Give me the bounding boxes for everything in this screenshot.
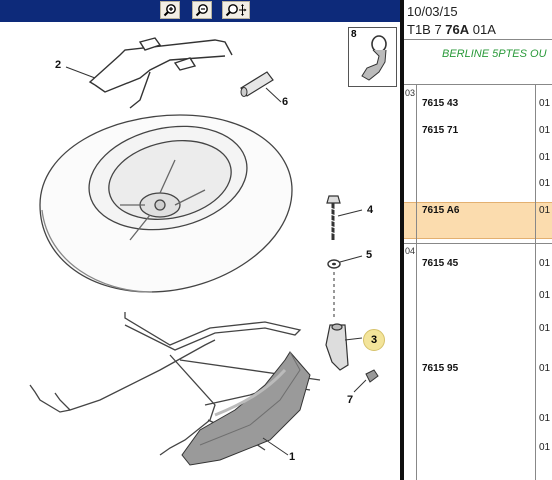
zoom-pan-button[interactable]	[222, 1, 250, 19]
group-number: 04	[405, 246, 416, 256]
zoom-pan-icon	[225, 4, 247, 17]
part-qty[interactable]: 01	[539, 258, 551, 269]
part-2-retainer	[88, 37, 233, 109]
parts-diagram	[29, 37, 379, 466]
model-label: BERLINE 5PTES OU	[442, 48, 547, 60]
part-qty[interactable]: 01	[539, 442, 551, 453]
clip-icon	[361, 35, 387, 81]
part-6-spacer	[240, 71, 274, 97]
callout-5[interactable]: 5	[366, 249, 373, 261]
callout-1[interactable]: 1	[289, 451, 296, 463]
code-bold: 76A	[445, 22, 470, 37]
diagram-toolbar	[0, 0, 400, 22]
inset-part-8[interactable]: 8	[348, 27, 397, 87]
callout-leader-lines	[65, 66, 367, 456]
parts-info-pane: 10/03/15 T1B 7 76A 01A BERLINE 5PTES OU …	[404, 0, 552, 480]
code-prefix: T1B 7	[407, 22, 446, 37]
part-5-washer	[327, 259, 341, 318]
callout-6[interactable]: 6	[282, 96, 289, 108]
part-qty[interactable]: 01	[539, 323, 551, 334]
code-suffix: 01A	[469, 22, 496, 37]
group-divider	[404, 243, 552, 244]
part-ref[interactable]: 7615 95	[422, 363, 459, 374]
diagram-pane: 2 6 4 5 3 7 1 8	[0, 0, 400, 466]
part-qty[interactable]: 01	[539, 178, 551, 189]
table-divider	[535, 85, 536, 480]
part-3-bracket	[325, 323, 349, 371]
callout-7[interactable]: 7	[347, 394, 354, 406]
inset-number: 8	[351, 29, 357, 40]
part-qty[interactable]: 01	[539, 152, 551, 163]
part-qty[interactable]: 01	[539, 125, 551, 136]
part-qty[interactable]: 01	[539, 290, 551, 301]
spare-wheel	[39, 114, 293, 293]
callout-2[interactable]: 2	[55, 59, 62, 71]
part-qty[interactable]: 01	[539, 413, 551, 424]
part-1-tray-shape	[181, 351, 311, 466]
catalog-code: T1B 7 76A 01A	[407, 22, 496, 37]
zoom-in-button[interactable]	[160, 1, 180, 19]
part-qty[interactable]: 01	[539, 363, 551, 374]
part-4-bolt	[326, 195, 341, 240]
part-ref[interactable]: 7615 45	[422, 258, 459, 269]
part-qty[interactable]: 01	[539, 205, 551, 216]
selected-part-row[interactable]	[404, 202, 552, 239]
model-header: BERLINE 5PTES OU	[404, 39, 552, 85]
zoom-out-icon	[195, 4, 208, 17]
catalog-date: 10/03/15	[407, 4, 458, 19]
callout-4[interactable]: 4	[367, 204, 374, 216]
group-number: 03	[405, 88, 416, 98]
part-7-nut	[365, 369, 379, 383]
callout-3-highlighted[interactable]: 3	[363, 329, 385, 351]
part-ref[interactable]: 7615 71	[422, 125, 459, 136]
part-ref-selected[interactable]: 7615 A6	[422, 205, 460, 216]
pane-separator[interactable]	[400, 0, 404, 480]
part-ref[interactable]: 7615 43	[422, 98, 459, 109]
zoom-in-icon	[163, 4, 176, 17]
table-divider	[416, 85, 417, 480]
zoom-out-button[interactable]	[192, 1, 212, 19]
part-qty[interactable]: 01	[539, 98, 551, 109]
